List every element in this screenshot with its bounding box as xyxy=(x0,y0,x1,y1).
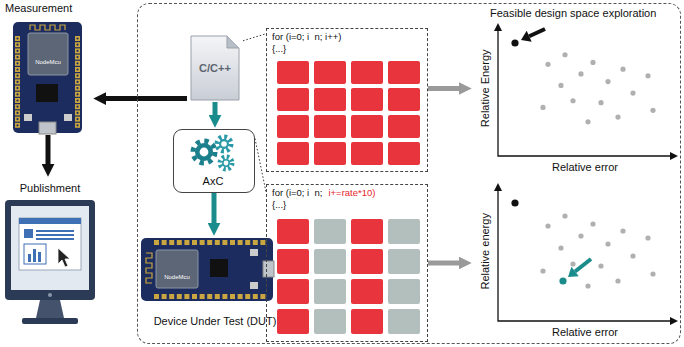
exact-code-box: for (i=0; i n; i++){...} xyxy=(266,28,428,172)
axis-label: Relative Energy xyxy=(479,50,492,128)
flow-arrow xyxy=(243,34,266,41)
flow-arrow xyxy=(213,102,218,116)
board-brand: NodeMcu xyxy=(35,59,61,66)
flow-arrow xyxy=(46,135,51,165)
measurement-board: MeasurementNodeMcu xyxy=(4,2,92,135)
pareto-plot: Relative EnergyRelative error xyxy=(473,21,681,179)
code-line: {...} xyxy=(272,200,286,211)
axis-label: Relative error xyxy=(552,161,618,174)
flow-arrow xyxy=(212,193,217,224)
loop-iteration-grid xyxy=(267,185,427,341)
code-line: {...} xyxy=(272,44,286,55)
nodemcu-board-drawing xyxy=(4,2,92,135)
code-line: for (i=0; i n; xyxy=(272,188,322,199)
exploration-region: C/C++AxCNodeMcuDevice Under Test (DUT)fo… xyxy=(137,3,681,344)
tool-label: AxC xyxy=(203,175,224,188)
source-file-icon: C/C++ xyxy=(187,34,243,102)
code-change: i+=rate*10) xyxy=(328,188,375,199)
region-heading: Feasible design space exploration xyxy=(490,7,656,20)
axc-tool-box: AxC xyxy=(173,129,255,193)
board-brand: NodeMcu xyxy=(164,274,190,281)
pareto-plot: Relative energyRelative error xyxy=(473,181,681,341)
file-label: C/C++ xyxy=(199,62,231,75)
code-line: for (i=0; i n; i++) xyxy=(272,32,341,43)
dut-board: NodeMcuDevice Under Test (DUT) xyxy=(140,237,290,332)
loop-iteration-grid xyxy=(267,29,427,171)
scatter-plot-axes xyxy=(473,181,681,341)
approximate-code-box: for (i=0; i n; i+=rate*10) {...} xyxy=(266,184,428,342)
monitor-drawing xyxy=(2,178,98,330)
flow-arrow xyxy=(428,86,460,91)
device-caption: Device Under Test (DUT) xyxy=(154,315,277,328)
flow-arrow xyxy=(105,96,187,101)
flow-arrow xyxy=(428,261,460,266)
scatter-plot-axes xyxy=(473,21,681,181)
panel-heading: Publishment xyxy=(20,182,81,195)
flow-arrow xyxy=(255,139,266,192)
panel-heading: Measurement xyxy=(5,2,72,15)
axis-label: Relative energy xyxy=(479,213,492,289)
axis-label: Relative error xyxy=(552,326,618,339)
publishment-monitor: Publishment xyxy=(2,178,98,330)
